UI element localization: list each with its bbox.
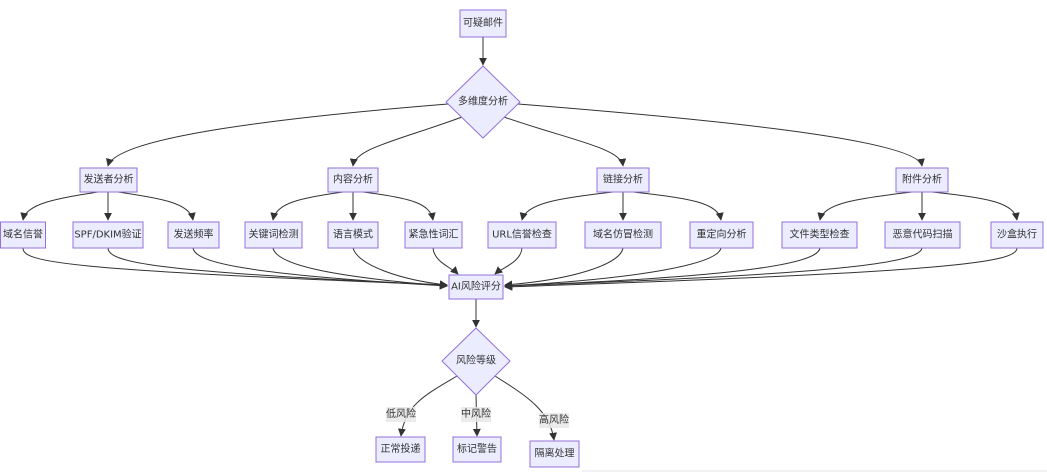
edge-content-to-child-3 [362,191,436,221]
branch-node-label: 链接分析 [603,173,643,186]
scoring-node-label: AI风险评分 [451,280,501,293]
edge-decision-to-low [397,375,458,437]
edge-child-to-scoring [352,247,448,289]
edge-child-to-scoring [504,247,821,290]
branch-node-label: 内容分析 [333,173,373,186]
edge-label-mid: 中风险 [461,407,491,422]
edge-child-to-scoring [192,247,448,290]
edge-link-to-child-3 [632,191,724,221]
check-node: 域名信誉 [0,221,46,249]
check-node: 域名仿冒检测 [584,221,662,249]
branch-node-content: 内容分析 [327,167,379,193]
branch-node-attachment: 附件分析 [895,167,949,193]
edge-decision-to-high [494,375,558,441]
edge-child-to-scoring [432,247,459,275]
decision-node-label: 风险等级 [456,354,496,367]
scoring-node: AI风险评分 [448,274,504,300]
outcome-node-low: 正常投递 [375,436,426,463]
check-node-label: 域名信誉 [3,228,43,241]
edge-link-to-child-1 [519,191,614,221]
edge-hub-to-sender [106,103,449,167]
edge-content-to-child-1 [270,191,344,221]
edge-child-to-scoring [272,247,448,290]
edge-hub-to-link [503,116,627,167]
check-node: 沙盒执行 [990,221,1044,249]
check-node: 发送频率 [167,221,220,249]
check-node-label: 文件类型检查 [790,228,850,241]
edge-attachment-to-child-3 [931,191,1020,221]
edge-child-to-scoring [504,247,923,290]
branch-node-link: 链接分析 [596,167,650,193]
outcome-node-label: 隔离处理 [535,447,575,460]
check-node-label: 重定向分析 [697,228,747,241]
check-node: 文件类型检查 [781,221,858,249]
check-node-label: 恶意代码扫描 [893,228,953,241]
check-node: SPF/DKIM验证 [72,221,144,249]
check-node-label: SPF/DKIM验证 [74,228,141,241]
edge-child-to-scoring [494,247,523,275]
check-node-label: 域名仿冒检测 [593,228,653,241]
check-node-label: 沙盒执行 [997,228,1037,241]
check-node: URL信誉检查 [487,221,557,249]
outcome-node-label: 正常投递 [381,442,421,455]
edge-child-to-scoring [107,247,448,289]
edge-child-to-scoring [22,247,448,289]
edge-child-to-scoring [504,247,722,290]
edge-child-to-scoring [504,247,624,289]
outcome-node-label: 标记警告 [457,442,497,455]
edge-label-text: 高风险 [539,413,569,426]
check-node: 恶意代码扫描 [884,221,961,249]
root-node: 可疑邮件 [459,9,507,38]
check-node-label: 紧急性词汇 [409,228,459,241]
edge-sender-to-child-3 [117,191,196,221]
check-node: 语言模式 [327,221,379,249]
check-node-label: URL信誉检查 [492,228,552,241]
check-node-label: 发送频率 [174,228,214,241]
outcome-node-high: 隔离处理 [529,440,580,468]
edge-hub-to-attachment [517,103,925,167]
edge-label-text: 低风险 [386,407,416,420]
edge-attachment-to-child-1 [817,191,913,221]
edge-hub-to-content [349,116,463,167]
check-node-label: 关键词检测 [249,228,299,241]
check-node: 重定向分析 [689,221,754,249]
check-node-label: 语言模式 [333,228,373,241]
edge-label-low: 低风险 [386,407,416,422]
edge-label-text: 中风险 [461,407,491,420]
check-node: 紧急性词汇 [404,221,463,249]
branch-node-label: 发送者分析 [84,173,134,186]
edge-sender-to-child-1 [20,191,99,221]
hub-decision-node: 多维度分析 [445,65,521,139]
root-node-label: 可疑邮件 [463,16,503,29]
branch-node-label: 附件分析 [902,173,942,186]
edge-label-high: 高风险 [539,413,569,428]
branch-node-sender: 发送者分析 [79,167,138,193]
check-node: 关键词检测 [244,221,303,249]
outcome-node-mid: 标记警告 [452,436,502,463]
hub-node-label: 多维度分析 [458,95,508,108]
edges [20,37,1020,441]
edge-child-to-scoring [504,247,1018,291]
risk-level-decision-node: 风险等级 [441,327,511,396]
